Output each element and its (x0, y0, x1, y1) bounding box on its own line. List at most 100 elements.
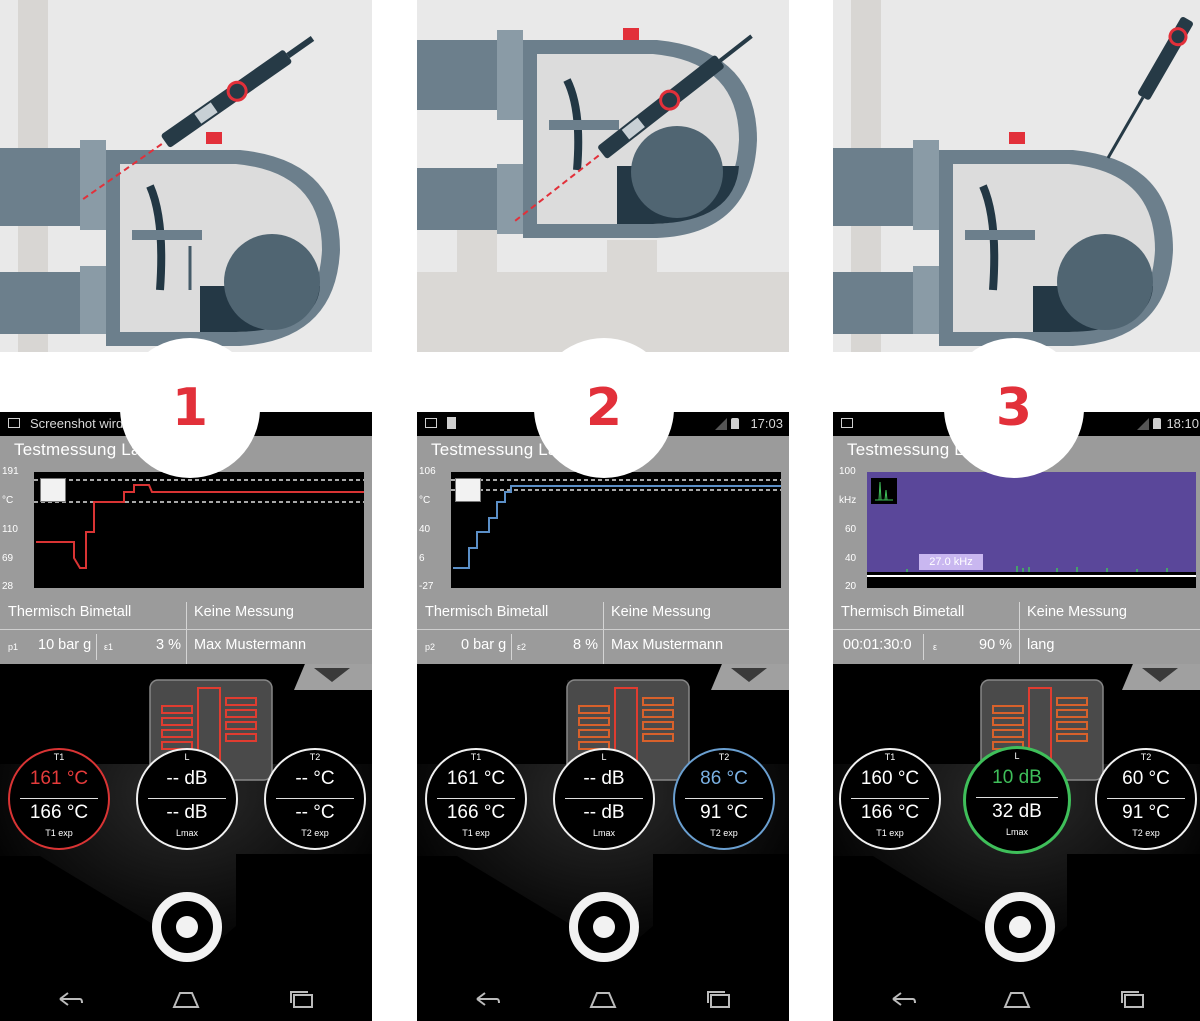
operator-name: Max Mustermann (194, 637, 307, 653)
gauge-sublabel: T1 exp (462, 828, 490, 838)
gauge-t1[interactable]: T1 160 °C 166 °C T1 exp (839, 748, 941, 850)
gauge-label: L (601, 752, 607, 762)
home-icon[interactable] (589, 989, 617, 1009)
android-navbar (417, 981, 789, 1021)
gauge-t2[interactable]: T2 60 °C 91 °C T2 exp (1095, 748, 1197, 850)
back-icon[interactable] (889, 989, 917, 1009)
gauge-level[interactable]: L -- dB -- dB Lmax (553, 748, 655, 850)
battery-icon (1153, 418, 1161, 429)
info-row-2: p2 0 bar g ε2 8 % Max Mustermann (417, 631, 789, 662)
recent-apps-icon[interactable] (1119, 989, 1147, 1009)
recent-apps-icon[interactable] (705, 989, 733, 1009)
pressure-value: 0 bar g (461, 637, 507, 653)
y-tick: 40 (845, 553, 857, 564)
graph-thumbnail-icon[interactable] (40, 478, 66, 502)
image-icon (841, 418, 853, 428)
gauge-label: L (184, 752, 190, 762)
gauge-sublabel: Lmax (1005, 827, 1028, 837)
gauge-secondary: 32 dB (992, 801, 1042, 822)
gauge-value: 60 °C (1122, 768, 1170, 789)
back-icon[interactable] (56, 989, 84, 1009)
temperature-graph[interactable] (451, 472, 781, 588)
android-navbar (833, 981, 1200, 1021)
illustration-3 (833, 0, 1200, 352)
illustration-1 (0, 0, 372, 352)
emissivity-value: 8 % (573, 637, 598, 653)
emissivity-label: ε1 (104, 642, 114, 652)
gauge-level[interactable]: L 10 dB 32 dB Lmax (963, 746, 1071, 854)
graph-thumbnail-icon[interactable] (455, 478, 481, 502)
home-icon[interactable] (172, 989, 200, 1009)
step-number-1: 1 (171, 378, 209, 438)
image-icon (8, 418, 20, 428)
dropdown-arrow-icon[interactable] (314, 668, 350, 682)
info-row-1: Thermisch Bimetall Keine Messung (417, 598, 789, 629)
illustration-2 (417, 0, 789, 352)
measurement-status: Keine Messung (194, 604, 294, 620)
back-icon[interactable] (473, 989, 501, 1009)
trigger-button-icon[interactable] (569, 892, 639, 962)
measurement-title: Testmessung La (431, 440, 558, 459)
gauge-level[interactable]: L -- dB -- dB Lmax (136, 748, 238, 850)
gauge-label: L (1014, 751, 1020, 761)
info-row-2: p1 10 bar g ε1 3 % Max Mustermann (0, 631, 372, 662)
y-unit: °C (2, 495, 14, 506)
emissivity-value: 90 % (979, 637, 1013, 653)
gauge-secondary: -- dB (166, 802, 208, 823)
temperature-graph[interactable] (34, 472, 364, 588)
gauge-value: -- dB (166, 768, 208, 789)
gauge-sublabel: T2 exp (710, 828, 738, 838)
gauge-sublabel: Lmax (175, 828, 198, 838)
duration-value: 00:01:30:0 (843, 637, 912, 653)
phone-screen-2: 17:03 Testmessung La 106 °C 40 6 -27 The… (417, 412, 789, 1021)
gauge-t1[interactable]: T1 161 °C 166 °C T1 exp (425, 748, 527, 850)
gauge-t1[interactable]: T1 161 °C 166 °C T1 exp (8, 748, 110, 850)
measurement-panel: Testmessung La 106 °C 40 6 -27 Thermisch… (417, 436, 789, 664)
y-tick: 110 (2, 524, 18, 535)
y-unit: kHz (839, 495, 857, 506)
step-number-2: 2 (585, 378, 623, 438)
dropdown-arrow-icon[interactable] (731, 668, 767, 682)
y-tick: 191 (2, 466, 19, 477)
frequency-label: 27.0 kHz (929, 556, 973, 568)
recent-apps-icon[interactable] (288, 989, 316, 1009)
status-text: Screenshot wird (30, 416, 124, 431)
gauge-secondary: -- °C (295, 802, 335, 823)
gauge-t2[interactable]: T2 86 °C 91 °C T2 exp (673, 748, 775, 850)
y-tick: 60 (845, 524, 857, 535)
emissivity-value: 3 % (156, 637, 181, 653)
pressure-value: 10 bar g (38, 637, 92, 653)
gauge-sublabel: T2 exp (301, 828, 329, 838)
measurement-panel: Testmessung La 191 °C 110 69 28 Thermisc… (0, 436, 372, 664)
gauge-label: T2 (309, 752, 321, 762)
step-number-3: 3 (995, 378, 1033, 438)
gauge-value: -- °C (295, 768, 335, 789)
gauge-value: 10 dB (992, 767, 1042, 788)
dropdown-arrow-icon[interactable] (1142, 668, 1178, 682)
gauge-secondary: 166 °C (860, 802, 920, 823)
y-tick: 69 (2, 553, 14, 564)
emissivity-label: ε (933, 642, 938, 652)
gauge-label: T1 (53, 752, 65, 762)
gauge-label: T1 (884, 752, 896, 762)
y-tick: 106 (419, 466, 436, 477)
info-row-1: Thermisch Bimetall Keine Messung (0, 598, 372, 629)
gauge-value: 161 °C (446, 768, 506, 789)
trigger-button-icon[interactable] (152, 892, 222, 962)
ultrasonic-spectrum[interactable]: 27.0 kHz (867, 472, 1196, 588)
y-tick: 40 (419, 524, 431, 535)
gauge-t2[interactable]: T2 -- °C -- °C T2 exp (264, 748, 366, 850)
gauge-value: -- dB (583, 768, 625, 789)
y-tick: 28 (2, 581, 14, 592)
home-icon[interactable] (1003, 989, 1031, 1009)
signal-icon (715, 418, 727, 430)
gauge-label: T2 (1140, 752, 1152, 762)
gauge-secondary: 91 °C (700, 802, 748, 823)
trap-type: Thermisch Bimetall (841, 604, 965, 620)
trap-type: Thermisch Bimetall (425, 604, 549, 620)
trigger-button-icon[interactable] (985, 892, 1055, 962)
gauge-value: 161 °C (29, 768, 89, 789)
gauge-value: 160 °C (860, 768, 920, 789)
signal-icon (1137, 418, 1149, 430)
gauge-secondary: 166 °C (29, 802, 89, 823)
